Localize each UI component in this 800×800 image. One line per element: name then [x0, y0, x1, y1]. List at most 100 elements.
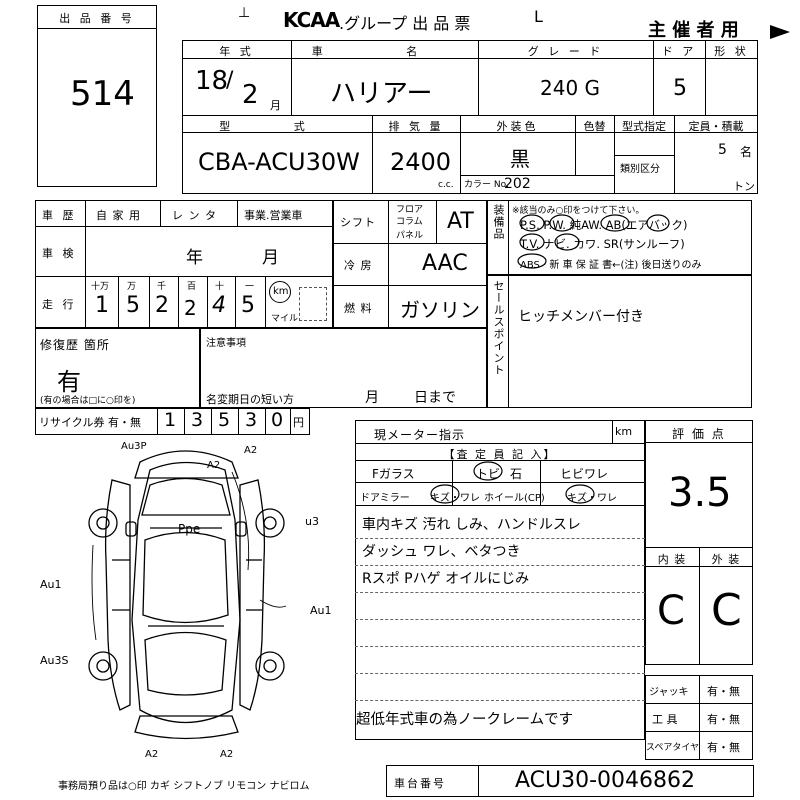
ac-label: 冷 房 [344, 259, 373, 272]
displacement-value: 2400 [390, 148, 452, 176]
mile-checkbox[interactable] [299, 287, 327, 321]
shift-value: AT [447, 209, 474, 234]
diagram-mark: Ppe [178, 522, 201, 536]
notes-label: 注意事項 [206, 338, 246, 349]
diagram-mark: A2 [220, 749, 234, 760]
shift-column[interactable]: コラム [396, 217, 423, 227]
name-change-month-unit: 月 [365, 390, 379, 406]
mileage-unit-10: 十 [215, 282, 225, 292]
model-label: 型 式 [219, 120, 335, 133]
jack-choice[interactable]: 有・無 [707, 685, 740, 698]
meter-label: 現メーター指示 [374, 428, 466, 442]
capacity-value: 5 [718, 142, 727, 158]
mileage-digit: 2 [155, 293, 169, 318]
color-number-value: 202 [504, 176, 531, 192]
recycle-digit: 0 [271, 409, 284, 431]
tools-choice[interactable]: 有・無 [707, 713, 740, 726]
form-title: .グループ 出 品 票 [339, 14, 471, 33]
fuel-label: 燃 料 [344, 302, 373, 315]
corner-mark-right: L [534, 7, 543, 26]
exterior-label: 外 装 [711, 553, 741, 566]
history-block [35, 200, 333, 328]
check-title: 【査 定 員 記 入】 [443, 448, 557, 461]
diagram-mark: A2 [145, 749, 159, 760]
color-number-label: カラー No. [464, 180, 509, 190]
mileage-digit: 4 [212, 293, 226, 318]
score-value: 3.5 [668, 470, 732, 516]
office-note: 事務局預り品は○印 カギ シフトノブ リモコン ナビロム [58, 781, 310, 792]
score-label: 評 価 点 [672, 427, 726, 441]
equipment-row-3: ABS · 新 車 保 証 書←(注) 後日送りのみ [520, 260, 702, 271]
diagram-mark: A2 [207, 460, 221, 471]
name-change-label: 名変期日の短い方 [206, 393, 294, 406]
sales-point-block [487, 275, 752, 408]
remark-line: 車内キズ 汚れ しみ、ハンドルスレ [362, 517, 581, 533]
remark-line: Rスポ Pハゲ オイルにじみ [362, 571, 530, 587]
equipment-block [487, 200, 752, 275]
mileage-unit-100: 百 [187, 282, 197, 292]
doors-value: 5 [673, 76, 687, 101]
chassis-label: 車台番号 [394, 777, 446, 790]
mileage-digit: 1 [95, 293, 109, 318]
sales-point-label: セールスポイント [492, 280, 505, 376]
capacity-unit: 名 [740, 145, 753, 159]
ac-value: AAC [422, 251, 468, 276]
arrow-marker-icon [770, 25, 790, 39]
history-label: 車 歴 [42, 209, 77, 222]
year-slash: / [226, 68, 234, 93]
check-crack[interactable]: ヒビワレ [560, 467, 609, 481]
lot-number-label: 出 品 番 号 [59, 12, 135, 25]
cc-unit: c.c. [438, 180, 454, 190]
car-name-label: 車 名 [311, 45, 458, 58]
recycle-digit: 1 [164, 409, 177, 431]
type-spec-label: 型式指定 [622, 120, 666, 133]
tools-label: 工 具 [652, 713, 678, 726]
check-stone[interactable]: 石 [510, 467, 523, 481]
jack-label: ジャッキ [649, 687, 689, 698]
mileage-unit-1k: 千 [157, 282, 167, 292]
lot-number: 514 [70, 74, 135, 114]
year-value: 18 [195, 66, 229, 96]
drive-block [333, 200, 487, 328]
interior-grade: C [657, 588, 685, 634]
organizer-label: 主 催 者 用 [648, 20, 739, 41]
inspection-panel [355, 420, 645, 740]
history-option-private[interactable]: 自 家 用 [96, 209, 141, 222]
shift-panel[interactable]: パネル [396, 231, 424, 241]
check-wheel: ホイール(CP) [484, 493, 545, 504]
mileage-unit-10k: 万 [127, 282, 137, 292]
diagram-mark: Au1 [310, 604, 332, 617]
spare-tire-choice[interactable]: 有・無 [707, 741, 740, 754]
check-chip[interactable]: トビ [476, 467, 501, 481]
diagram-mark: Au1 [40, 578, 62, 591]
repair-block [35, 328, 200, 408]
vehicle-info-block [182, 40, 758, 194]
inspection-label: 車 検 [42, 247, 77, 260]
corner-mark-left: ⊥ [238, 5, 251, 21]
exterior-color-value: 黒 [510, 147, 530, 171]
mile-label: マイル [271, 314, 299, 324]
mileage-digit: 5 [241, 293, 255, 318]
recycle-digit: 3 [191, 409, 204, 431]
exterior-grade: C [711, 585, 742, 636]
displacement-label: 排 気 量 [388, 120, 444, 133]
spare-tire-label: スペアタイヤ [646, 743, 700, 753]
recycle-digit: 3 [245, 409, 258, 431]
diagram-mark: A2 [244, 445, 258, 456]
equipment-row-1: P.S. P.W. 純AW. AB(エアバック) [520, 218, 688, 232]
lot-number-box [37, 5, 157, 187]
chassis-block [386, 765, 754, 797]
model-value: CBA-ACU30W [198, 148, 360, 176]
body-type-label: 形 状 [714, 45, 749, 58]
km-label: km [273, 286, 289, 297]
check-mirror-damage[interactable]: キズ・ワレ [430, 493, 480, 504]
brand-logo: KCAA [283, 8, 340, 32]
exterior-color-label: 外装色 [496, 120, 539, 133]
grade-value: 240 G [540, 76, 601, 100]
history-option-rental[interactable]: レ ン タ [172, 209, 217, 222]
history-option-business[interactable]: 事業.営業車 [244, 209, 303, 222]
shift-floor[interactable]: フロア [396, 205, 424, 215]
mileage-label: 走 行 [42, 298, 77, 311]
